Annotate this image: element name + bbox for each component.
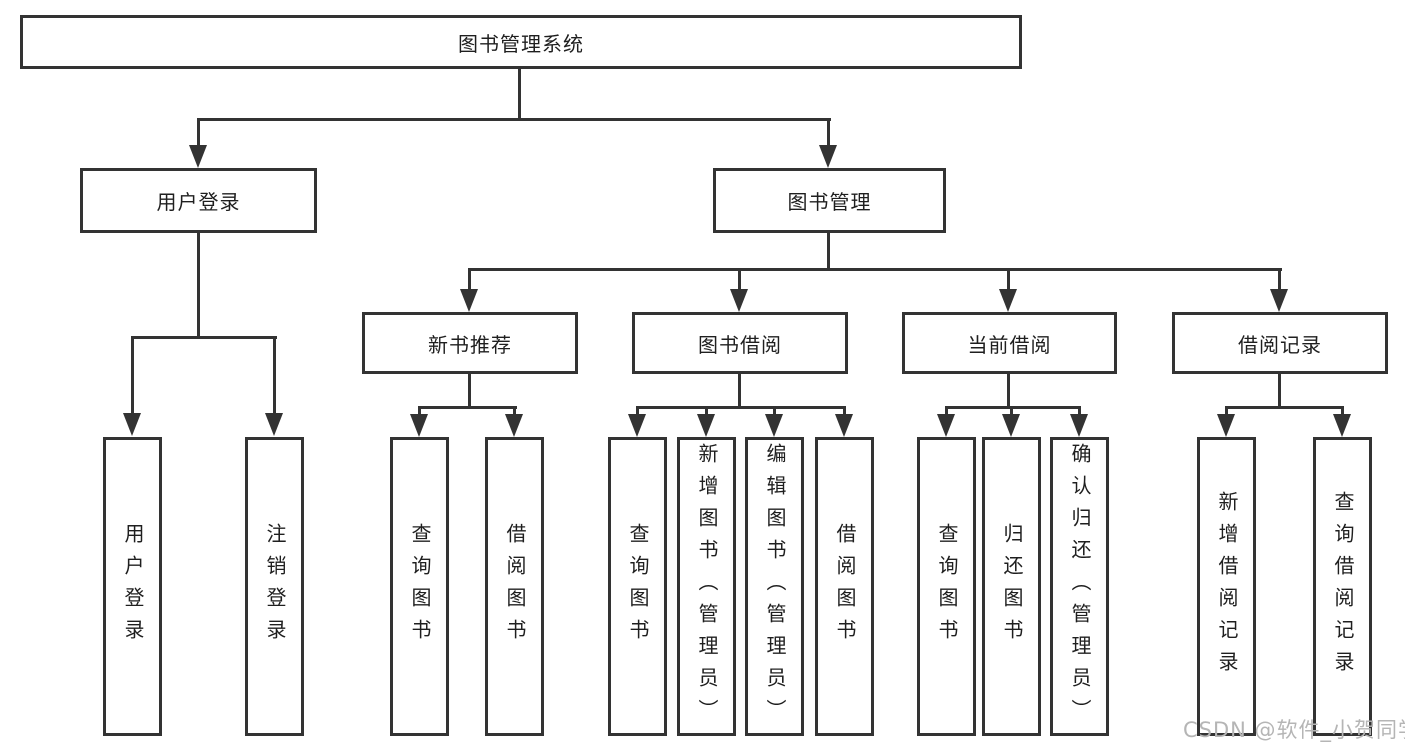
node-label: 图书借阅: [698, 332, 782, 357]
leaf-label: 归还图书: [1000, 522, 1024, 651]
connector-line: [705, 406, 708, 416]
leaf-logout: 注销登录: [245, 437, 304, 736]
connector-line: [827, 232, 830, 270]
leaf-label: 查询图书: [626, 522, 650, 651]
leaf-label: 借阅图书: [833, 522, 857, 651]
leaf-label: 编辑图书（管理员）: [763, 442, 787, 731]
connector-line: [468, 268, 471, 292]
leaf-borrow-books-recommend: 借阅图书: [485, 437, 544, 736]
connector-line: [1278, 372, 1281, 408]
connector-line: [197, 118, 200, 148]
node-current-borrow: 当前借阅: [902, 312, 1117, 374]
arrowhead-icon: [999, 289, 1017, 312]
node-label: 用户登录: [156, 190, 241, 214]
leaf-user-login: 用户登录: [103, 437, 162, 736]
arrowhead-icon: [1217, 414, 1235, 437]
arrowhead-icon: [505, 414, 523, 437]
arrowhead-icon: [697, 414, 715, 437]
arrowhead-icon: [410, 414, 428, 437]
node-root-library-system: 图书管理系统: [20, 15, 1022, 69]
connector-line: [1007, 268, 1010, 292]
leaf-confirm-return-admin: 确认归还（管理员）: [1050, 437, 1109, 736]
connector-line: [1225, 406, 1344, 409]
arrowhead-icon: [1070, 414, 1088, 437]
connector-line: [738, 268, 741, 292]
arrowhead-icon: [819, 145, 837, 168]
leaf-label: 注销登录: [263, 522, 287, 651]
arrowhead-icon: [1002, 414, 1020, 437]
leaf-query-books-current: 查询图书: [917, 437, 976, 736]
connector-line: [131, 336, 134, 414]
leaf-borrow-books: 借阅图书: [815, 437, 874, 736]
connector-line: [513, 406, 516, 416]
arrowhead-icon: [835, 414, 853, 437]
connector-line: [518, 68, 521, 120]
node-borrow-record: 借阅记录: [1172, 312, 1388, 374]
connector-line: [1341, 406, 1344, 416]
connector-line: [1007, 372, 1010, 408]
connector-line: [773, 406, 776, 416]
leaf-add-book-admin: 新增图书（管理员）: [677, 437, 736, 736]
node-user-login: 用户登录: [80, 168, 317, 233]
arrowhead-icon: [265, 413, 283, 436]
leaf-label: 新增借阅记录: [1215, 490, 1239, 683]
arrowhead-icon: [1270, 289, 1288, 312]
arrowhead-icon: [189, 145, 207, 168]
node-label: 图书管理: [787, 190, 872, 214]
arrowhead-icon: [730, 289, 748, 312]
csdn-watermark: CSDN @软件_小贺同学: [1183, 718, 1405, 742]
node-book-management: 图书管理: [713, 168, 946, 233]
connector-line: [843, 406, 846, 416]
leaf-edit-book-admin: 编辑图书（管理员）: [745, 437, 804, 736]
leaf-label: 查询借阅记录: [1331, 490, 1355, 683]
connector-line: [636, 406, 846, 409]
connector-line: [468, 268, 1282, 271]
connector-line: [738, 372, 741, 408]
leaf-label: 查询图书: [408, 522, 432, 651]
leaf-query-books-recommend: 查询图书: [390, 437, 449, 736]
connector-line: [197, 118, 831, 121]
connector-line: [1010, 406, 1013, 416]
connector-line: [1278, 268, 1281, 292]
connector-line: [197, 232, 200, 338]
connector-line: [468, 372, 471, 408]
node-label: 新书推荐: [428, 332, 512, 357]
connector-line: [945, 406, 948, 416]
leaf-query-borrow-record: 查询借阅记录: [1313, 437, 1372, 736]
arrowhead-icon: [765, 414, 783, 437]
connector-line: [418, 406, 421, 416]
node-label: 借阅记录: [1238, 332, 1322, 357]
leaf-label: 确认归还（管理员）: [1068, 442, 1092, 731]
connector-line: [1078, 406, 1081, 416]
connector-line: [1225, 406, 1228, 416]
leaf-return-book: 归还图书: [982, 437, 1041, 736]
leaf-label: 查询图书: [935, 522, 959, 651]
leaf-label: 新增图书（管理员）: [695, 442, 719, 731]
connector-line: [418, 406, 517, 409]
arrowhead-icon: [628, 414, 646, 437]
arrowhead-icon: [1333, 414, 1351, 437]
node-label: 图书管理系统: [458, 31, 584, 56]
arrowhead-icon: [937, 414, 955, 437]
connector-line: [945, 406, 1081, 409]
node-label: 当前借阅: [967, 332, 1052, 357]
arrowhead-icon: [123, 413, 141, 436]
node-book-borrow: 图书借阅: [632, 312, 848, 374]
connector-line: [827, 118, 830, 148]
leaf-label: 用户登录: [121, 522, 145, 651]
leaf-query-books-borrow: 查询图书: [608, 437, 667, 736]
connector-line: [636, 406, 639, 416]
leaf-add-borrow-record: 新增借阅记录: [1197, 437, 1256, 736]
node-new-book-recommend: 新书推荐: [362, 312, 578, 374]
leaf-label: 借阅图书: [503, 522, 527, 651]
connector-line: [273, 336, 276, 414]
connector-line: [131, 336, 277, 339]
arrowhead-icon: [460, 289, 478, 312]
